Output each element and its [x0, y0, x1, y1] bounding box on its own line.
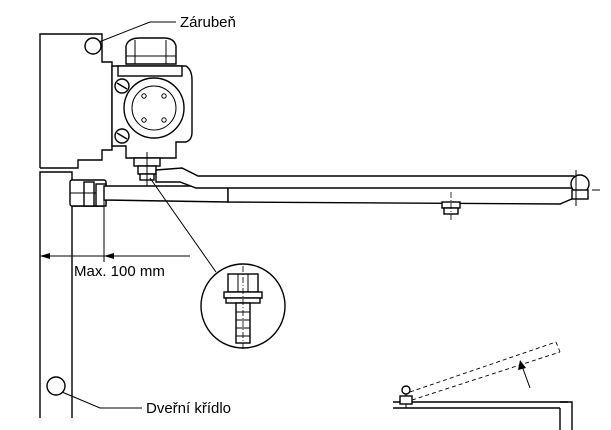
- door-frame: [39, 33, 113, 169]
- frame-callout: [98, 21, 176, 43]
- door-leaf: [39, 171, 103, 418]
- door-leaf-label: Dveřní křídlo: [146, 400, 231, 417]
- dimension-max: [39, 200, 190, 262]
- frame-screw-hole: [84, 37, 102, 55]
- door-leaf-callout: [61, 391, 142, 409]
- inset-pivot: [401, 385, 411, 395]
- closer-arm: [103, 167, 600, 222]
- detail-callout: [149, 177, 286, 350]
- hinge-bracket: [69, 179, 107, 207]
- closer-body: [111, 37, 193, 186]
- frame-label: Zárubeň: [180, 14, 236, 31]
- door-screw-hole: [46, 376, 66, 396]
- spindle-housing: [123, 77, 185, 139]
- door-opening-inset: [393, 341, 573, 430]
- max-dimension-label: Max. 100 mm: [74, 263, 165, 280]
